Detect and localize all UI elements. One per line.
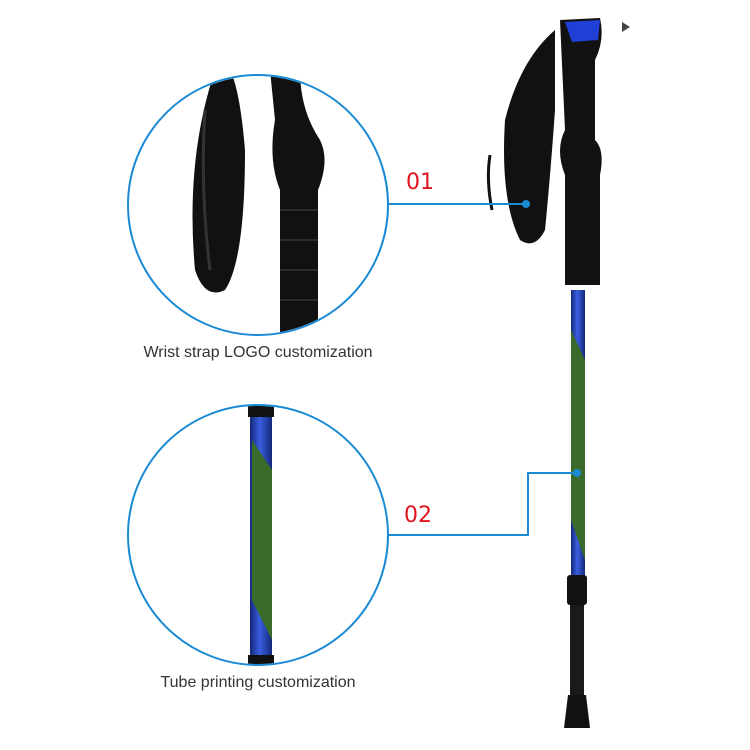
caption-tube-printing: Tube printing customization <box>160 674 356 691</box>
callout-number-02: 02 <box>404 503 432 528</box>
callout-circle-02 <box>127 404 389 666</box>
leader-line-01 <box>389 200 530 208</box>
callout-number-01: 01 <box>406 170 434 195</box>
strap-closeup <box>192 76 325 334</box>
callout-circle-01 <box>127 74 389 336</box>
trekking-pole <box>486 18 630 728</box>
caption-wrist-strap: Wrist strap LOGO customization <box>143 344 373 361</box>
tube-closeup <box>248 406 274 664</box>
leader-line-02 <box>389 469 581 536</box>
